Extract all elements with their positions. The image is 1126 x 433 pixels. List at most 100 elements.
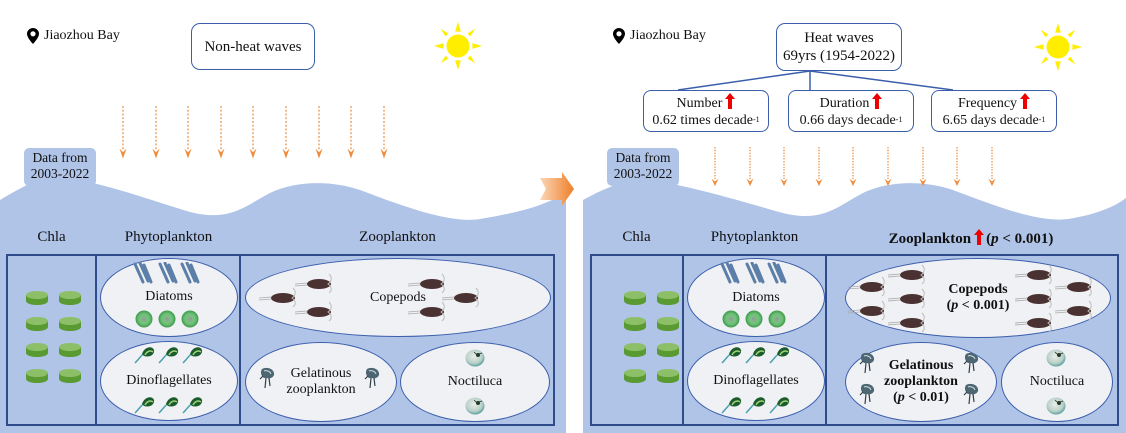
group-label-dinoflagellates: Dinoflagellates — [126, 373, 212, 388]
chla-disc-icon — [657, 291, 679, 305]
chla-disc-icon — [59, 291, 81, 305]
metric-number: Number 0.62 times decade-1 — [643, 90, 769, 132]
increase-arrow-icon — [725, 93, 735, 109]
p-symbol: p — [991, 231, 999, 247]
dinoflagellate-icon — [767, 344, 791, 364]
heat-arrow-icon — [919, 147, 927, 188]
copepod-icon — [295, 272, 335, 294]
heat-arrow-icon — [953, 147, 961, 188]
column-header-zooplankton: Zooplankton — [359, 229, 436, 245]
metric-exponent: -1 — [753, 115, 760, 124]
chla-disc-icon — [59, 343, 81, 357]
heat-arrow-icon — [282, 106, 290, 161]
chla-disc-icon — [624, 291, 646, 305]
copepod-icon — [1015, 263, 1055, 285]
heat-arrow-icon — [815, 147, 823, 188]
data-period-callout: Data from 2003-2022 — [607, 148, 679, 192]
diatom-rod-icon — [720, 262, 740, 284]
p-symbol: p — [951, 298, 959, 313]
callout-line-2: 2003-2022 — [613, 166, 673, 181]
heat-arrow-icon — [746, 147, 754, 188]
map-pin-icon — [27, 28, 39, 44]
diatom-disc-icon — [722, 310, 740, 328]
dinoflagellate-icon — [719, 344, 743, 364]
arrow-right-icon — [540, 172, 574, 206]
group-copepods: Copepods — [245, 258, 551, 337]
heat-arrow-icon — [217, 106, 225, 161]
copepod-icon — [1015, 311, 1055, 333]
group-label-noctiluca: Noctiluca — [447, 374, 503, 389]
community-table — [6, 254, 555, 426]
noctiluca-icon — [1046, 397, 1066, 415]
column-divider — [825, 254, 827, 426]
group-label-gelatinous-2: zooplankton — [884, 374, 958, 389]
location-text: Jiaozhou Bay — [44, 28, 120, 43]
copepod-icon — [888, 311, 928, 333]
location-label: Jiaozhou Bay — [27, 28, 120, 44]
sun-icon — [1034, 23, 1082, 71]
group-label-diatoms: Diatoms — [145, 288, 193, 304]
heat-arrow-icon — [380, 106, 388, 161]
copepod-icon — [888, 287, 928, 309]
p-open: ( — [946, 298, 952, 313]
jellyfish-icon — [859, 383, 877, 405]
column-header-phytoplankton: Phytoplankton — [124, 229, 213, 245]
dinoflagellate-icon — [156, 344, 180, 364]
diatom-rod-icon — [180, 262, 200, 284]
sun-icon — [434, 22, 482, 70]
group-label-copepods: Copepods — [370, 289, 426, 305]
group-label-copepods: Copepods — [948, 282, 1008, 297]
chla-disc-icon — [624, 317, 646, 331]
dinoflagellate-icon — [180, 344, 204, 364]
jellyfish-icon — [963, 383, 981, 405]
chla-disc-icon — [657, 317, 679, 331]
column-header-zooplankton: Zooplankton(p < 0.001) — [826, 229, 1116, 248]
copepod-icon — [1055, 299, 1095, 321]
heat-arrow-icon — [711, 147, 719, 188]
diatom-rod-icon — [745, 262, 765, 284]
heat-arrow-icon — [249, 106, 257, 161]
jellyfish-icon — [364, 367, 382, 389]
column-header-phytoplankton: Phytoplankton — [710, 229, 799, 245]
diatom-disc-icon — [158, 310, 176, 328]
diatom-disc-icon — [745, 310, 763, 328]
heat-arrow-icon — [780, 147, 788, 188]
jellyfish-icon — [259, 367, 277, 389]
metric-name: Number — [676, 96, 723, 111]
chla-disc-icon — [657, 343, 679, 357]
group-label-gelatinous-2: zooplankton — [286, 382, 356, 397]
group-label-noctiluca: Noctiluca — [1029, 374, 1085, 389]
callout-line-2: 2003-2022 — [30, 166, 90, 181]
p-value: < 0.001) — [958, 298, 1010, 313]
copepod-icon — [1055, 275, 1095, 297]
callout-line-1: Data from — [615, 150, 671, 165]
metric-duration: Duration 0.66 days decade-1 — [788, 90, 914, 132]
group-label-gelatinous-1: Gelatinous — [290, 366, 352, 381]
copepod-icon — [848, 275, 888, 297]
heat-arrow-icon — [152, 106, 160, 161]
diatom-rod-icon — [158, 262, 178, 284]
heat-arrow-icon — [849, 147, 857, 188]
group-label-diatoms: Diatoms — [732, 289, 780, 305]
column-header-chla: Chla — [37, 229, 66, 245]
zooplankton-label: Zooplankton — [888, 231, 972, 247]
condition-title-box: Non-heat waves — [191, 23, 315, 70]
dinoflagellate-icon — [132, 394, 156, 414]
dinoflagellate-icon — [156, 394, 180, 414]
dinoflagellate-icon — [719, 394, 743, 414]
increase-arrow-icon — [1020, 93, 1030, 109]
noctiluca-icon — [465, 349, 485, 367]
diatom-rod-icon — [767, 262, 787, 284]
dinoflagellate-icon — [180, 394, 204, 414]
p-open: ( — [893, 390, 898, 405]
chla-disc-icon — [624, 369, 646, 383]
column-header-chla: Chla — [622, 229, 651, 245]
chla-disc-icon — [624, 343, 646, 357]
metric-name: Duration — [819, 96, 870, 111]
p-symbol: p — [897, 390, 905, 405]
diatom-disc-icon — [181, 310, 199, 328]
diatom-disc-icon — [135, 310, 153, 328]
panel-non-heat-waves: Jiaozhou Bay Non-heat waves Data from 20… — [0, 0, 566, 433]
location-label: Jiaozhou Bay — [613, 28, 706, 44]
group-label-gelatinous-1: Gelatinous — [888, 358, 954, 373]
